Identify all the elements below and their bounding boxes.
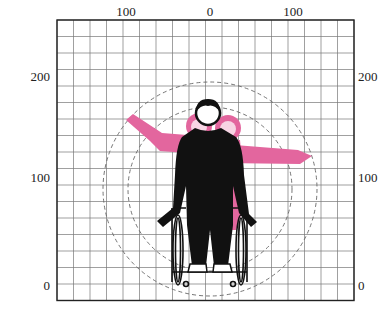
axis-label: 100	[31, 171, 51, 184]
grid-line	[123, 20, 124, 301]
shoe	[188, 264, 207, 272]
grid-border	[57, 20, 354, 301]
grid-line	[139, 20, 140, 301]
grid-line	[90, 20, 91, 301]
black-figure	[157, 99, 257, 272]
grid-line	[337, 20, 338, 301]
grid-line	[57, 36, 354, 37]
grid-line	[57, 86, 354, 87]
axis-label: 0	[207, 5, 214, 18]
axis-label: 200	[358, 70, 378, 83]
axis-label: 100	[116, 5, 136, 18]
reach-circles	[103, 82, 317, 296]
grid	[57, 20, 354, 301]
caster	[231, 282, 236, 287]
grid-line	[57, 53, 354, 54]
axis-label: 100	[358, 171, 378, 184]
wheel	[236, 215, 246, 285]
grid-line	[156, 20, 157, 301]
hair	[196, 99, 220, 112]
grid-line	[321, 20, 322, 301]
axis-label: 0	[358, 279, 365, 292]
caster	[184, 282, 189, 287]
wheel	[173, 215, 183, 285]
axis-label: 100	[283, 5, 303, 18]
grid-line	[57, 284, 354, 285]
shoe	[213, 264, 232, 272]
axis-label: 200	[31, 70, 51, 83]
grid-line	[73, 20, 74, 301]
axis-label: 0	[44, 279, 51, 292]
body	[157, 128, 257, 266]
outer-reach-circle	[103, 82, 317, 296]
grid-line	[57, 69, 354, 70]
